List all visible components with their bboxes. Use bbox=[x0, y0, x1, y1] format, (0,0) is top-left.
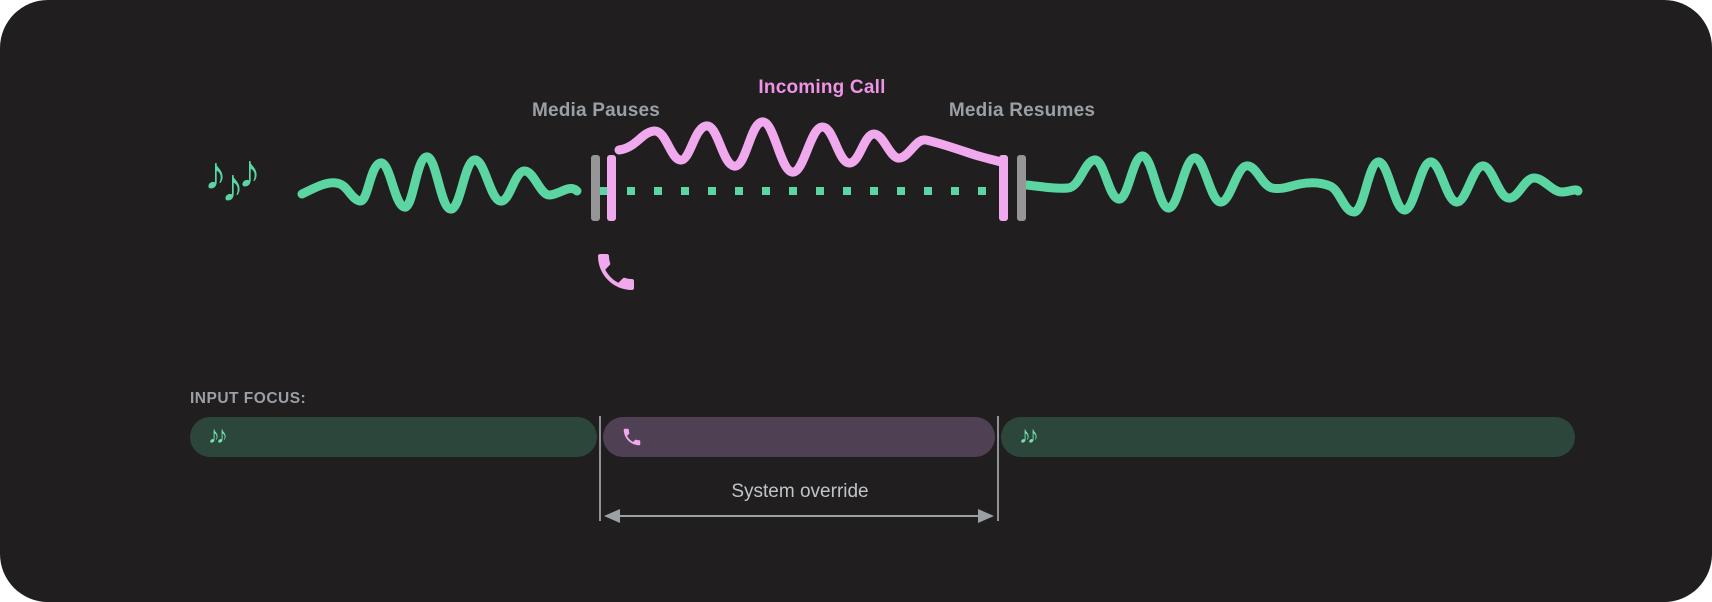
focus-segment-media-after: ♪♪ bbox=[1001, 417, 1575, 457]
music-notes-icon: ♪♪ bbox=[1019, 422, 1039, 449]
call-waveform bbox=[614, 117, 1006, 177]
focus-segment-call bbox=[603, 417, 995, 457]
note-glyph: ♪ bbox=[221, 159, 244, 211]
incoming-call-label: Incoming Call bbox=[758, 77, 886, 98]
phone-icon bbox=[592, 248, 640, 296]
media-pauses-label: Media Pauses bbox=[531, 100, 661, 121]
override-boundary-line-left bbox=[599, 416, 601, 521]
media-resumes-label: Media Resumes bbox=[948, 100, 1096, 121]
media-waveform-right bbox=[1022, 151, 1583, 217]
input-focus-label: INPUT FOCUS: bbox=[190, 390, 307, 407]
system-override-label: System override bbox=[731, 481, 869, 502]
music-notes-icon: ♪ ♪ ♪ bbox=[204, 145, 294, 222]
resume-marker-gray-bar bbox=[1017, 155, 1026, 221]
override-boundary-line-right bbox=[997, 416, 999, 521]
note-glyph: ♪ bbox=[204, 147, 227, 199]
system-override-arrow bbox=[604, 509, 994, 523]
focus-segment-media-before: ♪♪ bbox=[190, 417, 597, 457]
pause-marker-gray-bar bbox=[591, 155, 600, 221]
phone-icon bbox=[621, 426, 643, 448]
media-waveform-left bbox=[297, 152, 582, 214]
note-glyph: ♪ bbox=[238, 145, 261, 197]
pause-marker-pink-bar bbox=[607, 155, 616, 221]
resume-marker-pink-bar bbox=[999, 155, 1008, 221]
music-notes-icon: ♪♪ bbox=[208, 422, 228, 449]
